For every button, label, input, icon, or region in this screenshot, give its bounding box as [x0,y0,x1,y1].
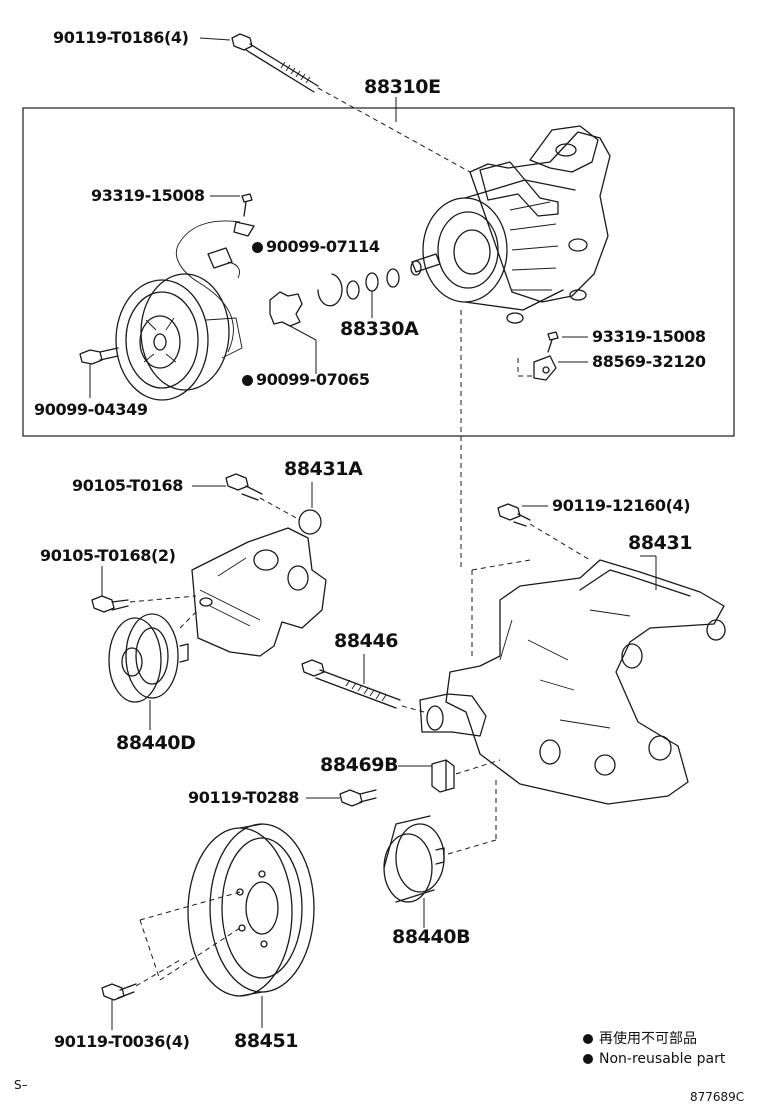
bracket-88431a [191,509,327,657]
label-88440b: 88440B [392,926,471,948]
label-90119-t0186: 90119-T0186(4) [53,28,189,47]
snap-ring-90099-07114 [317,273,343,307]
legend-en: Non-reusable part [583,1052,725,1066]
label-88469b: 88469B [320,754,399,776]
bolt-90119-t0288 [306,789,377,807]
non-reusable-dot-icon [252,242,263,253]
clamp-88569-32120 [533,355,557,381]
bolt-90119-t0186 [231,33,319,93]
crank-pulley-88451 [187,823,315,1028]
magnetic-clutch-pulley [115,273,243,401]
label-90105-t0168: 90105-T0168 [72,476,183,495]
label-90099-07114: 90099-07114 [252,239,380,255]
label-90119-12160: 90119-12160(4) [552,496,691,515]
drawing-number: 877689C [690,1090,745,1104]
non-reusable-dot-icon [242,375,253,386]
label-90099-07065: 90099-07065 [242,372,370,388]
label-88451: 88451 [234,1030,299,1052]
label-90105-t0168-2: 90105-T0168(2) [40,546,176,565]
bolt-90119-t0036 [101,983,137,1030]
bolt-90119-12160 [497,503,548,527]
bolt-93319-15008-top [233,193,255,237]
idler-pulley-88440b [383,815,445,928]
label-88431a: 88431A [284,458,363,480]
label-88330a: 88330A [340,318,419,340]
shims-88330a [346,268,400,318]
non-reusable-dot-icon [583,1054,593,1064]
label-90119-t0288: 90119-T0288 [188,788,299,807]
label-90099-04349: 90099-04349 [34,400,148,419]
label-88446: 88446 [334,630,399,652]
footer-left-code: S– [14,1078,28,1092]
label-88569-32120: 88569-32120 [592,352,706,371]
label-93319-15008-top: 93319-15008 [91,186,205,205]
compressor-assembly-frame [22,107,735,437]
bolt-88446 [301,654,401,709]
spacer-88469b [398,759,455,793]
bolt-90099-04349 [79,347,119,398]
legend-jp: 再使用不可部品 [583,1032,697,1046]
ring-90099-07065 [269,291,317,374]
bolt-93319-15008-right [547,331,559,353]
bolt-90105-t0168 [192,473,263,501]
label-90119-t0036: 90119-T0036(4) [54,1032,190,1051]
label-88310e: 88310E [364,76,441,98]
pulley-88440d [108,613,189,730]
label-88431: 88431 [628,532,693,554]
bolt-90105-t0168-2 [91,566,129,613]
compressor-body [410,125,611,324]
label-88440d: 88440D [116,732,196,754]
label-93319-15008-right: 93319-15008 [592,327,706,346]
non-reusable-dot-icon [583,1034,593,1044]
bracket-88431 [419,559,726,805]
